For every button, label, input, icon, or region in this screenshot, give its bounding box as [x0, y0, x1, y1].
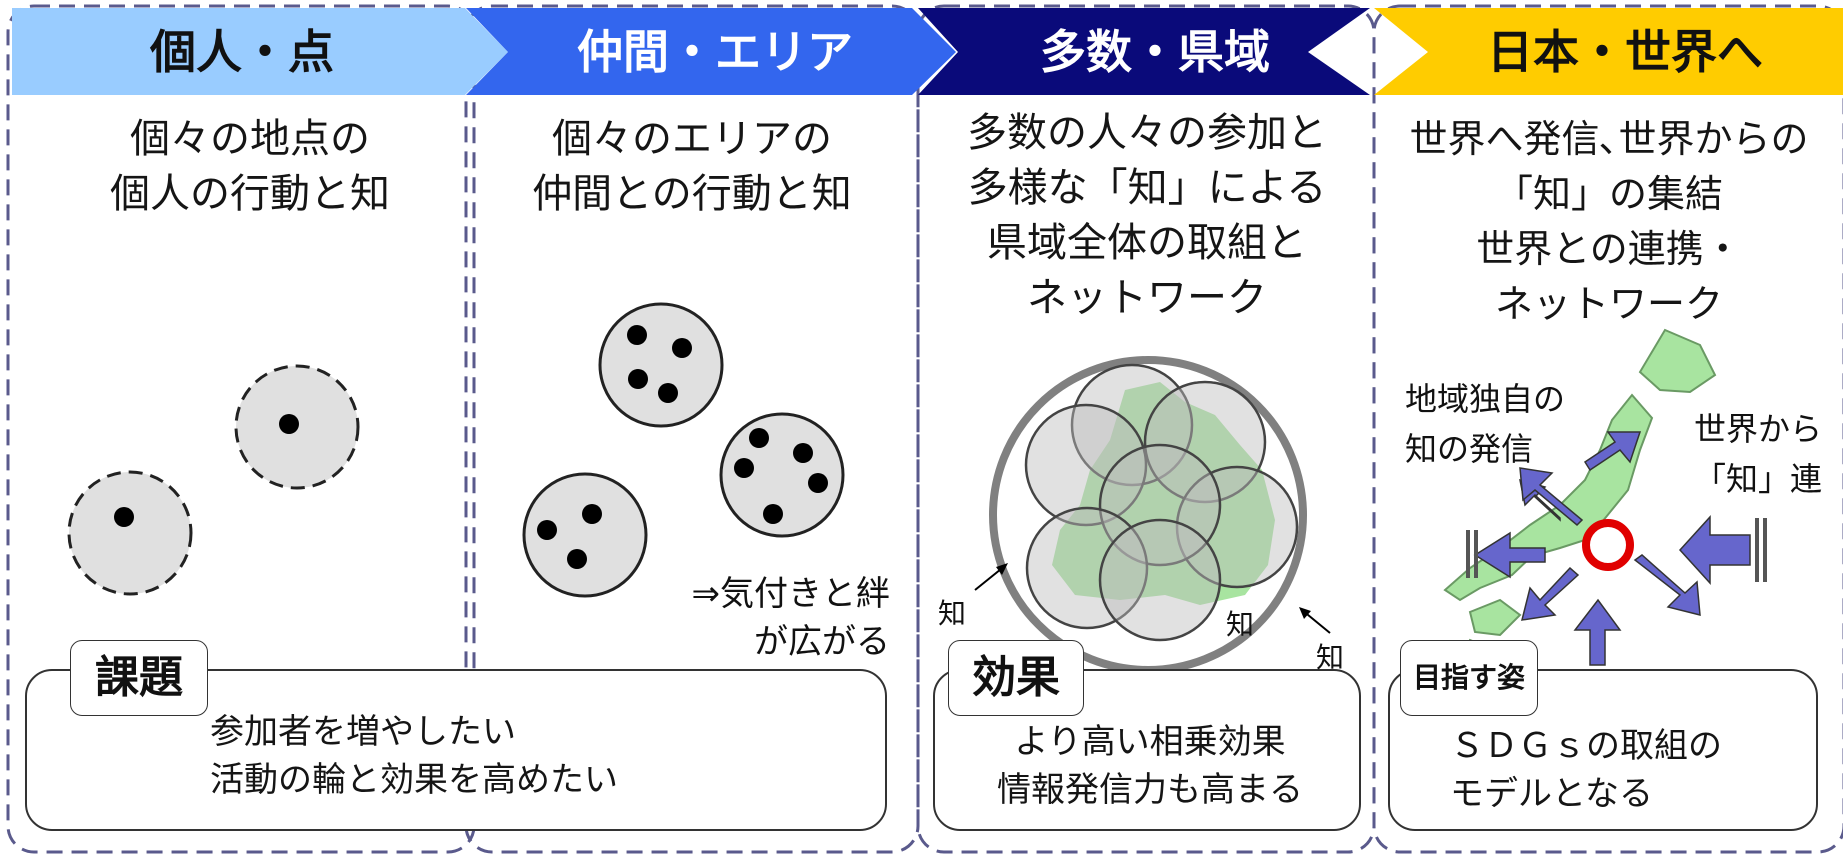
stage-title-world: 日本・世界へ: [1487, 25, 1763, 79]
effect-box-body: より高い相乗効果 情報発信力も高まる: [997, 722, 1303, 810]
chi-label-left: 知: [938, 597, 967, 630]
column-outline-4: [1372, 4, 1843, 854]
stage-description-area: 個々のエリアの 仲間との行動と知: [532, 116, 852, 217]
column-outline-3: [916, 4, 1376, 854]
issue-box-frame: [25, 669, 887, 831]
japan-outline: [1443, 328, 1717, 672]
issue-box-body: 参加者を増やしたい 活動の輪と効果を高めたい: [210, 712, 618, 800]
japan-map: [1443, 328, 1767, 680]
column-outline-2: [464, 4, 920, 854]
goal-box-body: ＳＤＧｓの取組の モデルとなる: [1450, 726, 1722, 814]
arrow-in-right: [1678, 515, 1751, 585]
column-outlines: [6, 4, 1843, 854]
arrow-out-lower-right: [1633, 554, 1701, 616]
stage-description-world: 世界へ発信､世界からの 「知」の集結 世界との連携・ ネットワーク: [1409, 117, 1809, 326]
stage-banner-1: [12, 8, 508, 95]
issue-box-title: 課題: [70, 640, 208, 716]
local-knowledge-note: 地域独自の 知の発信: [1405, 380, 1566, 468]
chi-label-center: 知: [1226, 608, 1255, 641]
stage-title-individual: 個人・点: [150, 25, 334, 79]
stage-title-area: 仲間・エリア: [577, 25, 853, 79]
chi-label-right: 知: [1316, 641, 1345, 674]
prefecture-network: [974, 356, 1331, 674]
from-world-note: 世界から 「知」連: [1694, 410, 1823, 498]
effect-box-title: 効果: [948, 640, 1084, 716]
arrow-in-bottom: [1573, 598, 1622, 666]
awareness-note: ⇒気付きと絆 が広がる: [691, 574, 891, 662]
shizuoka-target-ring: [1582, 519, 1634, 571]
column-outline-1: [6, 4, 476, 854]
individual-circles: [67, 364, 360, 596]
stage-title-prefecture: 多数・県域: [1040, 25, 1270, 79]
stage-banner-3: [918, 8, 1370, 95]
arrow-out-left: [1473, 531, 1546, 579]
stage-banner-4: [1374, 8, 1843, 95]
arrow-out-lower-left: [1520, 566, 1580, 621]
stage-banner-2: [466, 8, 956, 95]
group-circles: [522, 302, 845, 598]
goal-box-title: 目指す姿: [1400, 640, 1538, 716]
stage-description-individual: 個々の地点の 個人の行動と知: [110, 116, 390, 217]
stage-description-prefecture: 多数の人々の参加と 多様な「知」による 県域全体の取組と ネットワーク: [967, 110, 1327, 321]
